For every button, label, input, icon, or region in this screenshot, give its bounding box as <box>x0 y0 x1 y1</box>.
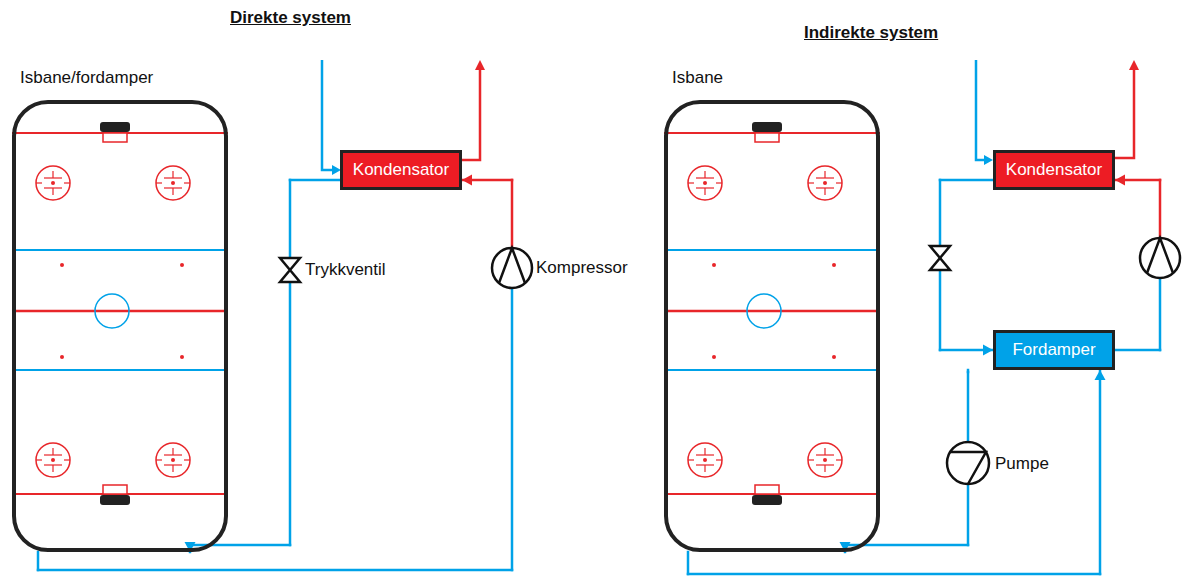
pipe-connector <box>688 370 1106 574</box>
evaporator-box: Fordamper <box>993 330 1115 370</box>
rink-heading: Isbane <box>672 68 723 88</box>
box-label: Kondensator <box>1006 160 1102 180</box>
ice-rink-evaporator: Isbane/fordamper <box>12 100 228 552</box>
component-label: Kompressor <box>536 258 628 278</box>
component-label: Pumpe <box>995 454 1049 474</box>
box-label: Fordamper <box>1012 340 1095 360</box>
rink-heading: Isbane/fordamper <box>20 68 153 88</box>
system-heading: Direkte system <box>230 8 351 28</box>
box-label: Kondensator <box>353 160 449 180</box>
condenser-box: Kondensator <box>340 150 462 190</box>
pipe-connector <box>185 180 341 552</box>
system-heading: Indirekte system <box>804 23 938 43</box>
ice-rink: Isbane <box>664 100 880 552</box>
component-label: Trykkventil <box>305 260 386 280</box>
pipe-connector <box>38 175 512 571</box>
condenser-box: Kondensator <box>993 150 1115 190</box>
